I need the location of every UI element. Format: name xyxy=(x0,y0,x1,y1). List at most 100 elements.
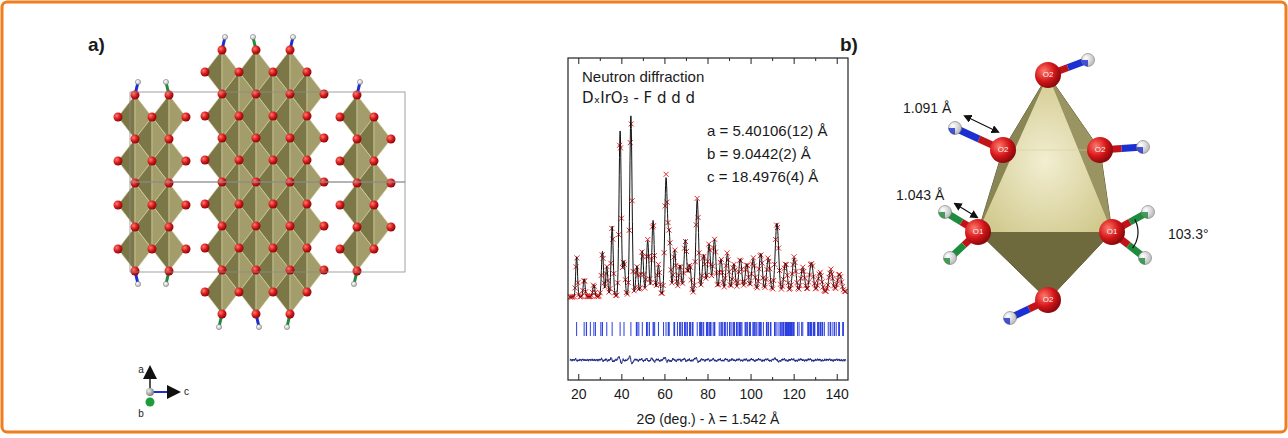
reflection-tick xyxy=(731,322,732,336)
reflection-tick xyxy=(677,322,678,336)
reflection-tick xyxy=(736,322,737,336)
reflection-tick xyxy=(814,322,815,336)
axis-tick xyxy=(837,374,838,380)
reflection-tick xyxy=(758,322,759,336)
oxygen-atom xyxy=(320,90,329,99)
reflection-tick xyxy=(692,322,693,336)
reflection-tick xyxy=(760,322,761,336)
deuterium-mark xyxy=(1137,147,1144,154)
deuterium-atom xyxy=(1139,252,1152,265)
reflection-tick xyxy=(830,322,831,336)
deuterium-atom xyxy=(216,324,221,329)
reflection-tick xyxy=(761,322,762,336)
reflection-ticks xyxy=(577,322,844,336)
reflection-tick xyxy=(674,322,675,336)
axis-tick xyxy=(794,58,795,64)
reflection-tick xyxy=(725,322,726,336)
oxygen-atom xyxy=(148,201,157,210)
reflection-tick xyxy=(647,322,648,336)
reflection-tick xyxy=(700,322,701,336)
reflection-tick xyxy=(739,322,740,336)
reflection-tick xyxy=(780,322,781,336)
oxygen-atom xyxy=(303,288,312,297)
reflection-tick xyxy=(642,322,643,336)
reflection-tick xyxy=(729,322,730,336)
reflection-tick xyxy=(590,322,591,336)
oxygen-atom xyxy=(286,134,295,143)
reflection-tick xyxy=(653,322,654,336)
reflection-tick xyxy=(797,322,798,336)
oxygen-atom xyxy=(269,288,278,297)
bond-length: 1.043 Å xyxy=(896,187,944,203)
oxygen-atom xyxy=(252,266,261,275)
reflection-tick xyxy=(740,322,741,336)
tick-label: 20 xyxy=(571,386,587,402)
oxygen-atom xyxy=(353,223,362,232)
reflection-tick xyxy=(808,322,809,336)
reflection-tick xyxy=(820,322,821,336)
deuterium-atom xyxy=(250,34,255,39)
oxygen-atom xyxy=(148,157,157,166)
oxygen-atom xyxy=(114,245,123,254)
reflection-tick xyxy=(729,322,730,336)
reflection-tick xyxy=(727,322,728,336)
axis-tick xyxy=(794,374,795,380)
deuterium-atom xyxy=(351,281,356,286)
reflection-tick xyxy=(820,322,821,336)
oxygen-atom xyxy=(182,157,191,166)
reflection-tick xyxy=(630,322,631,336)
axis-tick xyxy=(815,377,816,380)
reflection-tick xyxy=(786,322,787,336)
oxygen-atom xyxy=(235,156,244,165)
axis-b-sphere xyxy=(146,398,155,407)
axis-tick xyxy=(729,58,730,61)
reflection-tick xyxy=(746,322,747,336)
lattice-parameter: b = 9.0442(2) Å xyxy=(707,145,811,162)
reflection-tick xyxy=(719,322,720,336)
reflection-tick xyxy=(793,322,794,336)
reflection-tick xyxy=(828,322,829,336)
deuterium-atom xyxy=(135,79,140,84)
angle-arc xyxy=(1132,219,1138,248)
reflection-tick xyxy=(810,322,811,336)
dimension-arrow xyxy=(967,117,996,131)
reflection-tick xyxy=(786,322,787,336)
axis-tick xyxy=(772,58,773,61)
reflection-tick xyxy=(774,322,775,336)
panel-label: b) xyxy=(840,34,858,56)
reflection-tick xyxy=(701,322,702,336)
reflection-tick xyxy=(734,322,735,336)
octahedron-figure xyxy=(939,54,1155,325)
reflection-tick xyxy=(733,322,734,336)
oxygen-atom xyxy=(336,113,345,122)
reflection-tick xyxy=(822,322,823,336)
oxygen-atom xyxy=(252,134,261,143)
reflection-tick xyxy=(700,322,701,336)
axis-tick xyxy=(600,58,601,61)
reflection-tick xyxy=(838,322,839,336)
od-bond xyxy=(1130,212,1148,222)
reflection-tick xyxy=(813,322,814,336)
reflection-tick xyxy=(685,322,686,336)
oxygen-atom xyxy=(235,200,244,209)
oxygen-atom xyxy=(320,266,329,275)
oxygen-atom xyxy=(286,222,295,231)
reflection-tick xyxy=(600,322,601,336)
deuterium-atom xyxy=(163,79,168,84)
octahedron-edge xyxy=(1003,150,1100,151)
axis-tick xyxy=(708,374,709,380)
oxygen-atom xyxy=(252,46,261,55)
od-bond-layer xyxy=(939,54,1155,325)
axis-title: 2Θ (deg.) - λ = 1.542 Å xyxy=(637,411,780,427)
reflection-tick xyxy=(707,322,708,336)
reflection-tick xyxy=(820,322,821,336)
reflection-tick xyxy=(776,322,777,336)
reflection-tick xyxy=(822,322,823,336)
reflection-tick xyxy=(817,322,818,336)
unit-cell xyxy=(130,92,405,182)
difference-curve xyxy=(570,356,846,365)
reflection-tick xyxy=(768,322,769,336)
reflection-tick xyxy=(791,322,792,336)
deuterium-atom xyxy=(949,122,962,135)
reflection-tick xyxy=(586,322,587,336)
